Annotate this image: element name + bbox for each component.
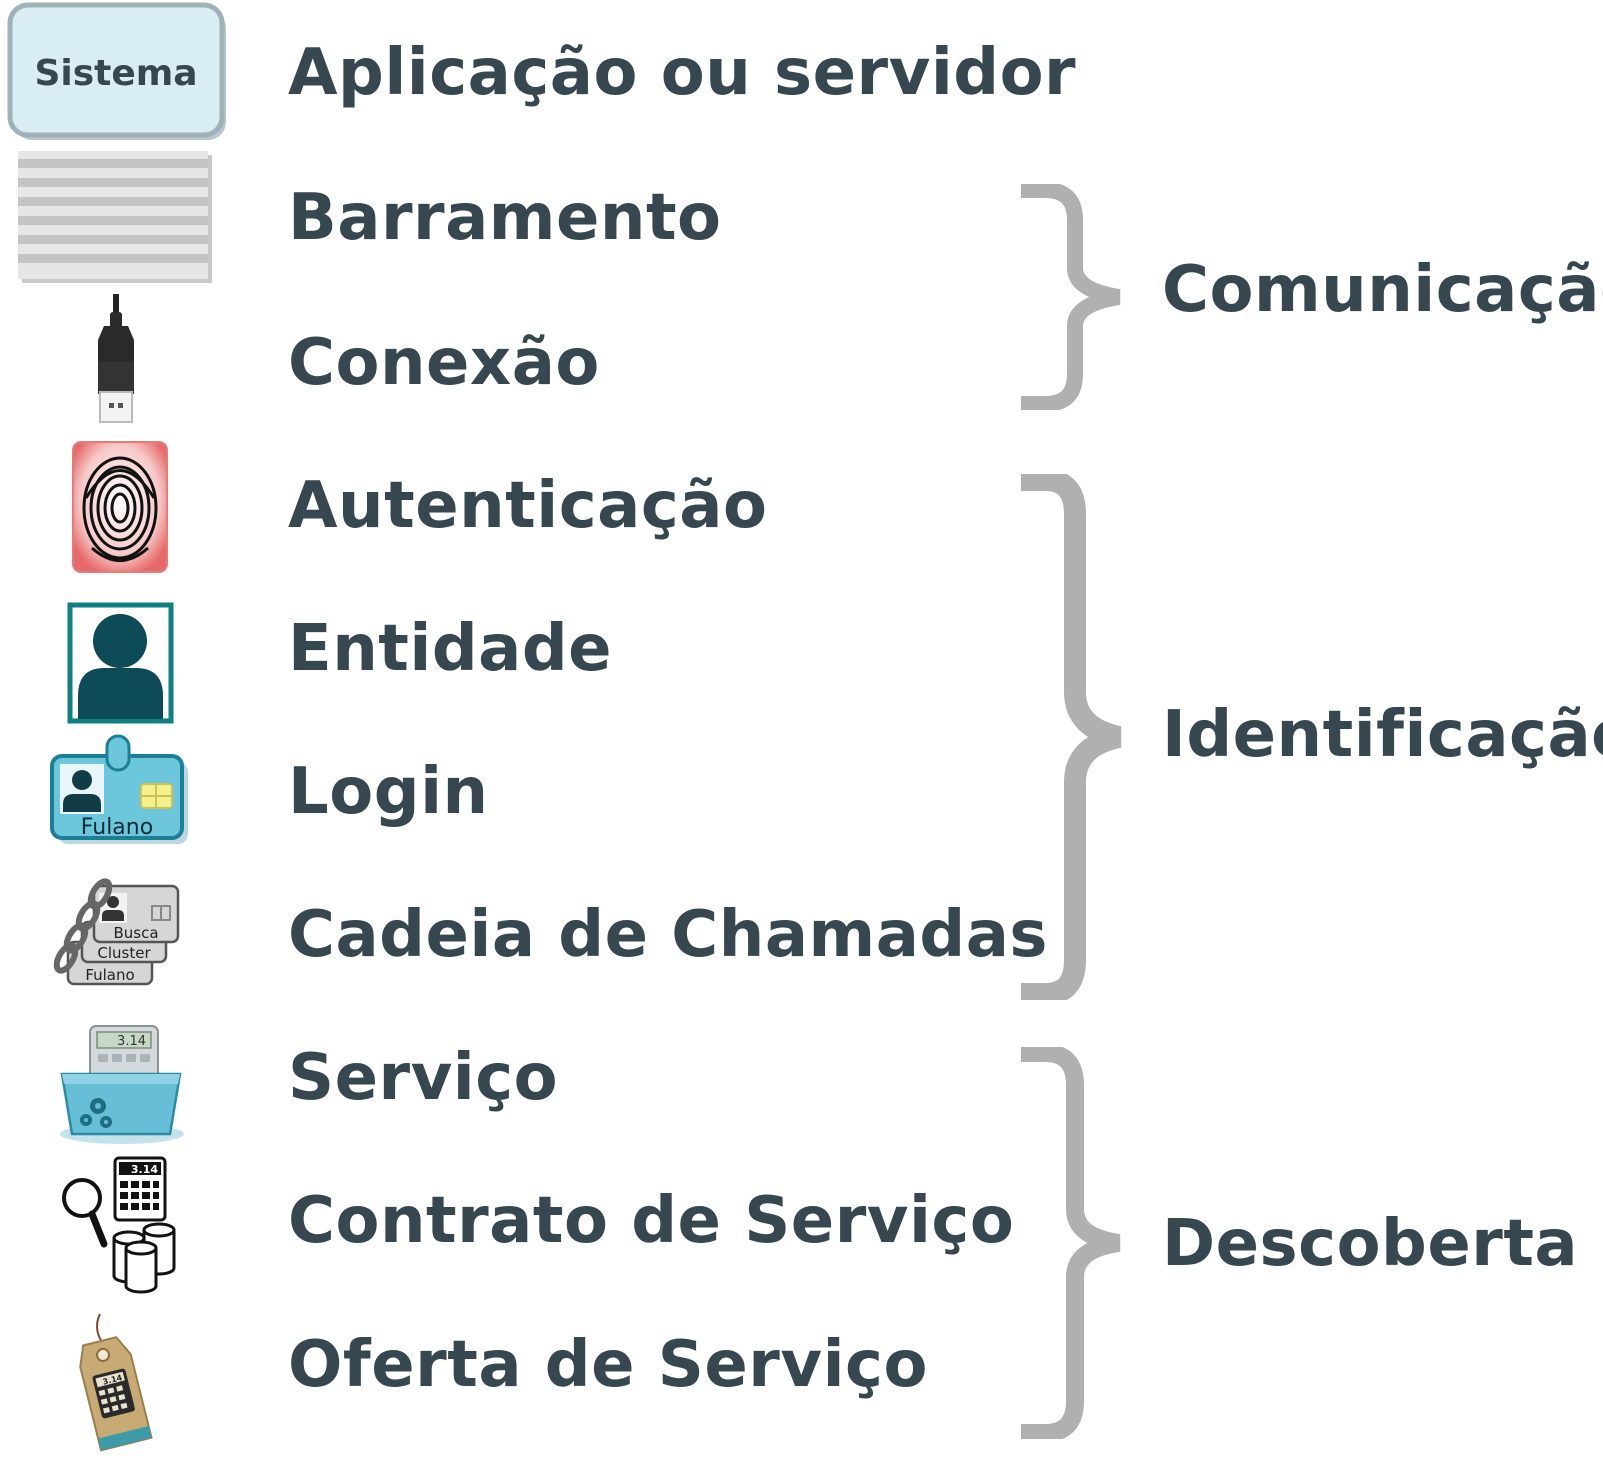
row-application: Sistema Aplicação ou servidor: [0, 0, 1076, 146]
brace-discovery: [1021, 1047, 1121, 1439]
row-label-call-chain: Cadeia de Chamadas: [288, 898, 1048, 972]
row-service: 3.14 Serviço: [0, 1022, 1000, 1168]
row-login: Fulano Login: [0, 730, 1000, 876]
row-label-entity: Entidade: [288, 612, 613, 686]
group-label-discovery: Descoberta: [1162, 1207, 1579, 1281]
chain-badge-text-1: Busca: [113, 924, 158, 942]
system-box-icon: Sistema: [0, 0, 240, 146]
person-portrait-icon: [0, 584, 240, 730]
service-calculator-display: 3.14: [117, 1034, 146, 1049]
chained-badges-icon: Busca Cluster Fulano: [0, 876, 240, 1022]
row-label-login: Login: [288, 755, 489, 829]
row-service-contract: 3.14 Contrato de Serviço: [0, 1156, 1014, 1314]
row-authentication: Autenticação: [0, 438, 1000, 584]
fingerprint-icon: [0, 438, 240, 584]
search-calculator-database-icon: 3.14: [0, 1156, 240, 1314]
group-label-communication: Comunicação: [1162, 253, 1603, 327]
chain-badge-text-2: Cluster: [97, 944, 151, 962]
brace-communication: [1021, 184, 1121, 410]
row-label-service: Serviço: [288, 1041, 559, 1115]
id-badge-icon: Fulano: [0, 730, 240, 876]
row-label-service-contract: Contrato de Serviço: [288, 1184, 1015, 1258]
price-tag-calculator-icon: 3.14: [0, 1313, 240, 1460]
calculator-basket-icon: 3.14: [0, 1022, 240, 1168]
row-service-offer: 3.14 Oferta de Serviço: [0, 1313, 1000, 1460]
contract-calculator-display: 3.14: [131, 1163, 158, 1176]
row-label-application: Aplicação ou servidor: [288, 36, 1077, 110]
row-label-service-offer: Oferta de Serviço: [288, 1328, 928, 1402]
row-call-chain: Busca Cluster Fulano Cadeia de Chamadas: [0, 876, 1047, 1022]
row-connection: Conexão: [0, 292, 1000, 438]
row-label-authentication: Autenticação: [288, 469, 768, 543]
badge-name-text: Fulano: [81, 815, 153, 840]
chain-badge-text-3: Fulano: [85, 966, 134, 984]
row-entity: Entidade: [0, 584, 1000, 730]
bus-stripes-icon: [0, 146, 240, 292]
row-label-connection: Conexão: [288, 326, 600, 400]
group-label-identification: Identificação: [1162, 698, 1603, 772]
brace-identification: [1021, 474, 1122, 1000]
row-bus: Barramento: [0, 146, 1000, 292]
usb-plug-icon: [0, 292, 240, 438]
system-box-text: Sistema: [34, 53, 197, 94]
row-label-bus: Barramento: [288, 181, 722, 255]
